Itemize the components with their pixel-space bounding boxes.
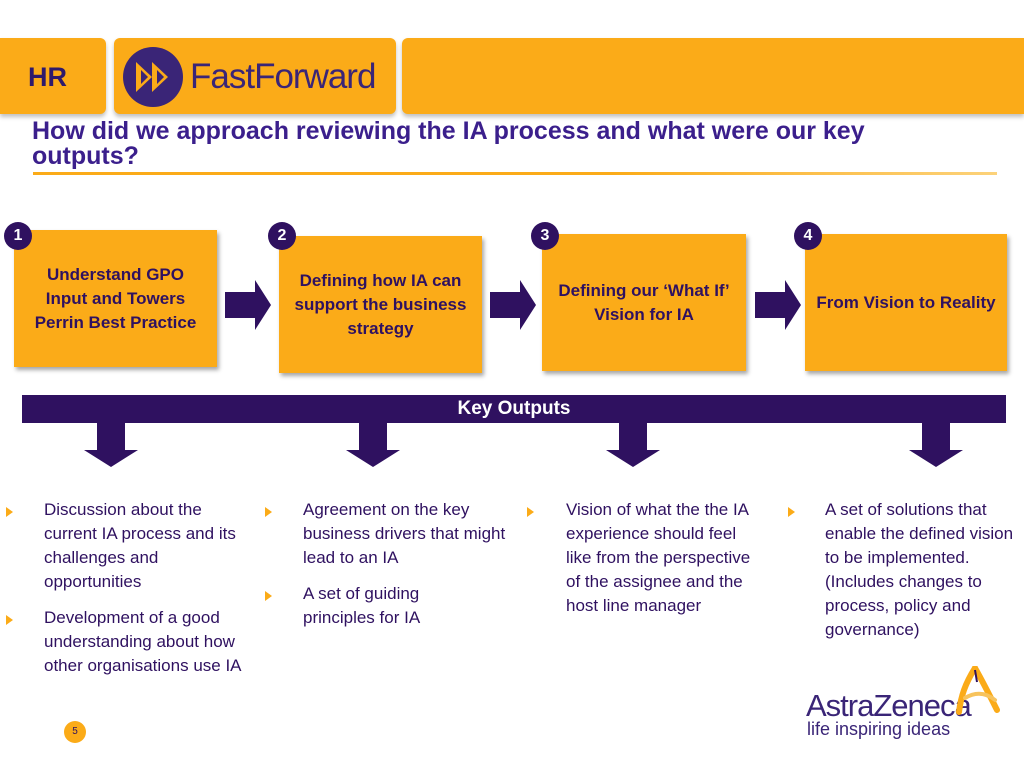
bullet-icon: [6, 507, 13, 517]
output-bullet: Vision of what the the IA experience sho…: [566, 500, 751, 615]
step-2-label: Defining how IA can support the business…: [294, 270, 467, 338]
bullet-icon: [265, 507, 272, 517]
arrow-down-icon: [84, 422, 138, 467]
arrow-right-icon: [755, 280, 801, 330]
step-1-box: Understand GPO Input and Towers Perrin B…: [14, 230, 217, 367]
output-bullet: Discussion about the current IA process …: [44, 500, 236, 591]
step-4-box: From Vision to Reality: [805, 234, 1007, 371]
bullet-icon: [265, 591, 272, 601]
step-2-badge: 2: [268, 222, 296, 250]
step-2-box: Defining how IA can support the business…: [279, 236, 482, 373]
header-section-box: [0, 38, 106, 114]
arrow-down-icon: [346, 422, 400, 467]
step-1-badge: 1: [4, 222, 32, 250]
page-title: How did we approach reviewing the IA pro…: [32, 117, 865, 170]
step-4-badge: 4: [794, 222, 822, 250]
output-column-1-b: Development of a good understanding abou…: [44, 606, 254, 688]
output-bullet: Development of a good understanding abou…: [44, 608, 242, 675]
header-section-label: HR: [28, 62, 67, 92]
step-3-badge: 3: [531, 222, 559, 250]
step-1-label: Understand GPO Input and Towers Perrin B…: [34, 264, 197, 332]
fast-forward-icon: [123, 47, 183, 107]
output-column-2: Agreement on the key business drivers th…: [303, 498, 508, 580]
step-3-box: Defining our ‘What If’ Vision for IA: [542, 234, 746, 371]
astrazeneca-logo-name: AstraZeneca: [806, 688, 972, 723]
brand-name: FastForward: [190, 57, 376, 96]
bullet-icon: [788, 507, 795, 517]
step-3-label: Defining our ‘What If’ Vision for IA: [558, 280, 730, 324]
title-divider: [33, 172, 997, 175]
step-4-label: From Vision to Reality: [816, 292, 996, 312]
output-column-1: Discussion about the current IA process …: [44, 498, 254, 604]
output-column-4: A set of solutions that enable the defin…: [825, 498, 1017, 652]
output-bullet: A set of guiding principles for IA: [303, 584, 421, 627]
bullet-icon: [527, 507, 534, 517]
header-bar: [402, 38, 1024, 114]
astrazeneca-symbol-icon: [956, 666, 1000, 715]
output-bullet: A set of solutions that enable the defin…: [825, 500, 1014, 639]
bullet-icon: [6, 615, 13, 625]
arrow-down-icon: [909, 422, 963, 467]
arrow-right-icon: [225, 280, 271, 330]
output-bullet: Agreement on the key business drivers th…: [303, 500, 506, 567]
key-outputs-bar: Key Outputs: [22, 395, 1006, 423]
page-number: 5: [64, 721, 86, 743]
output-column-3: Vision of what the the IA experience sho…: [566, 498, 756, 628]
astrazeneca-logo-tagline: life inspiring ideas: [807, 719, 951, 739]
output-column-2-b: A set of guiding principles for IA: [303, 582, 463, 640]
arrow-down-icon: [606, 422, 660, 467]
arrow-right-icon: [490, 280, 536, 330]
